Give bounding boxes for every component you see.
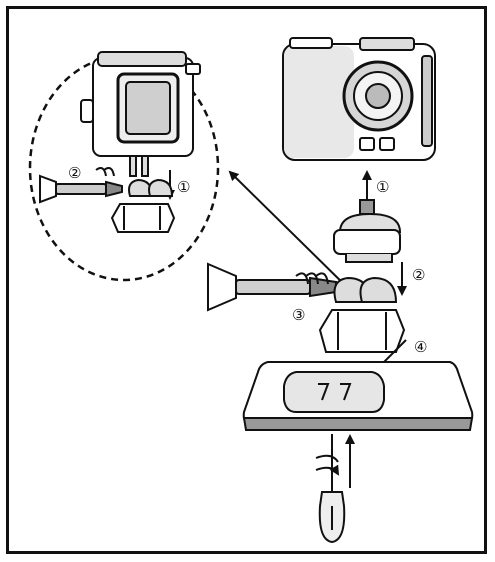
adhesive-base-plate [244, 362, 473, 430]
screwdriver [320, 434, 345, 542]
camera-step-1-label: ① [376, 178, 389, 196]
screwdriver-rotation-arrows [316, 456, 338, 474]
screw-step-3-label: ③ [292, 306, 305, 324]
inset-rotation-arrows [96, 168, 114, 176]
housing-step-2-label: ② [68, 164, 81, 182]
main-thumbscrew [208, 264, 336, 310]
housing-step-1-label: ① [177, 178, 190, 196]
mount-step-2-label: ② [412, 266, 425, 284]
adhesive-step-4-label: ④ [414, 338, 427, 356]
tripod-adapter [334, 200, 400, 262]
action-camera [283, 38, 435, 160]
waterproof-housing [81, 52, 200, 176]
